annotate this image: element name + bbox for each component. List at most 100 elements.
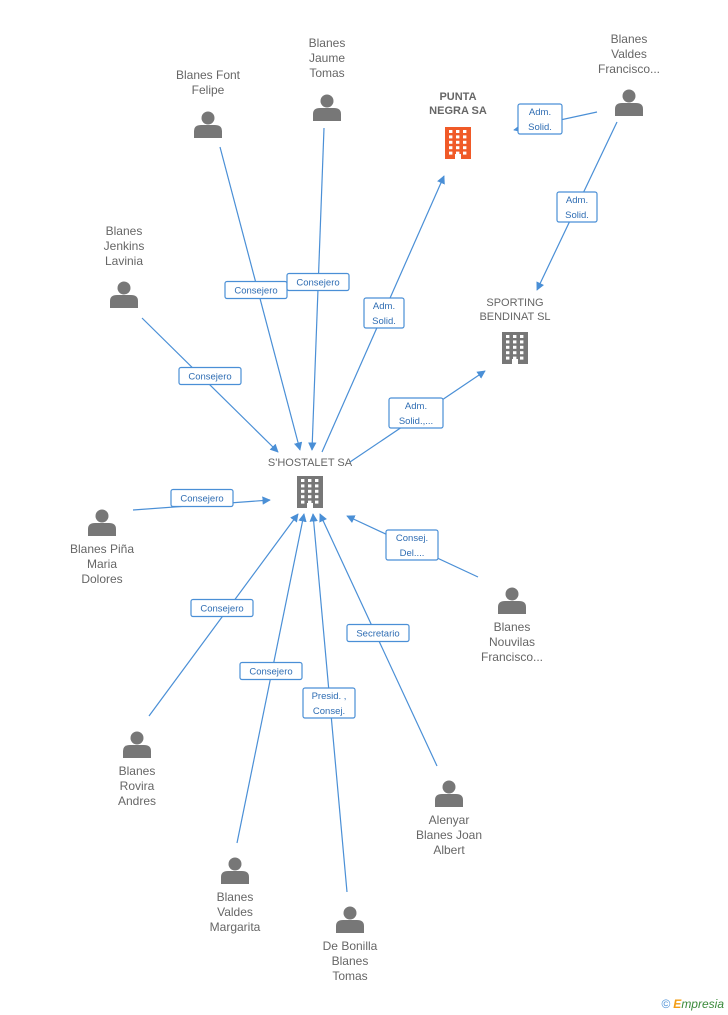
person-label: Valdes	[611, 47, 647, 61]
building-window	[449, 140, 453, 144]
edge-label-box	[556, 191, 598, 223]
edge-label-9[interactable]: Consej.Del....	[385, 529, 439, 561]
building-window	[449, 146, 453, 150]
building-icon-shostalet[interactable]	[297, 476, 323, 508]
building-window	[463, 146, 467, 150]
edge-label-10[interactable]: Consejero	[190, 598, 254, 618]
building-window	[520, 356, 524, 360]
edge-label-12[interactable]: Presid. , Consej.	[302, 687, 356, 719]
edge-label-1[interactable]: Adm.Solid.	[517, 103, 563, 135]
edge-label-5[interactable]: Consejero	[224, 280, 288, 300]
person-label: Blanes	[119, 764, 156, 778]
edge-label-box	[190, 598, 254, 618]
person-label: Jenkins	[104, 239, 145, 253]
building-window	[308, 500, 312, 504]
person-icon[interactable]	[336, 906, 364, 934]
person-icon[interactable]	[615, 89, 643, 117]
person-icon[interactable]	[221, 857, 249, 885]
person-label: Francisco...	[598, 62, 660, 76]
person-label: Dolores	[81, 572, 122, 586]
person-node-p_nouvilas[interactable]: BlanesNouvilasFrancisco...	[481, 587, 543, 665]
person-label: Albert	[433, 843, 465, 857]
edge-label-text: Secretario	[356, 629, 399, 640]
person-body	[110, 295, 138, 308]
edge-label-text: Consej.	[313, 706, 345, 717]
edge-label-8[interactable]: Consejero	[170, 488, 234, 508]
edge-label-text: Consejero	[200, 604, 243, 615]
building-window	[301, 489, 305, 493]
building-door	[307, 503, 313, 508]
edge-label-box	[286, 272, 350, 292]
building-window	[513, 351, 517, 355]
edge-label-2[interactable]: Adm.Solid.	[556, 191, 598, 223]
person-icon[interactable]	[110, 281, 138, 309]
copyright-icon: ©	[661, 997, 671, 1011]
building-window	[308, 489, 312, 493]
person-icon[interactable]	[498, 587, 526, 615]
edge-label-13[interactable]: Secretario	[346, 623, 410, 643]
edge-label-text: Solid.	[372, 316, 396, 327]
company-label: PUNTA	[439, 91, 476, 103]
edge-label-text: Consejero	[296, 278, 339, 289]
building-window	[513, 335, 517, 338]
person-icon[interactable]	[88, 509, 116, 537]
building-window	[520, 340, 524, 344]
edge-label-box	[363, 297, 405, 329]
edge-label-box	[178, 366, 242, 386]
company-label: S'HOSTALET SA	[268, 457, 353, 469]
building-window	[463, 130, 467, 133]
edge-label-7[interactable]: Consejero	[178, 366, 242, 386]
brand-name: mpresia	[681, 997, 724, 1011]
person-body	[615, 103, 643, 116]
person-node-p_valdes_fr[interactable]: BlanesValdesFrancisco...	[598, 32, 660, 116]
edge-label-11[interactable]: Consejero	[239, 661, 303, 681]
building-window	[513, 340, 517, 344]
person-label: Blanes Piña	[70, 542, 134, 556]
building-icon-punta[interactable]	[445, 127, 471, 159]
building-window	[315, 495, 319, 499]
person-icon[interactable]	[313, 94, 341, 122]
building-window	[520, 345, 524, 349]
edge-label-3[interactable]: Adm.Solid.	[363, 297, 405, 329]
edge-label-text: Adm.	[405, 401, 427, 412]
person-head	[622, 89, 636, 103]
edge-label-6[interactable]: Consejero	[286, 272, 350, 292]
building-window	[315, 484, 319, 488]
empresia-brand[interactable]: ©Empresia	[661, 997, 724, 1011]
person-label: Jaume	[309, 51, 345, 65]
edge-label-text: Presid. ,	[312, 691, 347, 702]
edge-label-text: Solid.	[528, 122, 552, 133]
edge-label-4[interactable]: Adm. Solid.,...	[388, 397, 444, 429]
building-icon-sporting[interactable]	[502, 332, 528, 364]
person-label: Rovira	[120, 779, 155, 793]
building-window	[513, 345, 517, 349]
building-window	[506, 351, 510, 355]
person-icon[interactable]	[123, 731, 151, 759]
person-body	[221, 871, 249, 884]
building-window	[506, 356, 510, 360]
person-icon[interactable]	[435, 780, 463, 808]
company-node-shostalet[interactable]: S'HOSTALET SA	[268, 457, 353, 508]
building-window	[456, 146, 460, 150]
building-window	[315, 489, 319, 493]
edge-label-text: Solid.,...	[399, 416, 433, 427]
edge-label-box	[517, 103, 563, 135]
person-body	[88, 523, 116, 536]
person-head	[343, 906, 357, 920]
building-window	[449, 130, 453, 133]
person-label: Blanes Font	[176, 68, 241, 82]
person-label: Tomas	[332, 969, 367, 983]
edge-label-box	[170, 488, 234, 508]
person-icon[interactable]	[194, 111, 222, 139]
